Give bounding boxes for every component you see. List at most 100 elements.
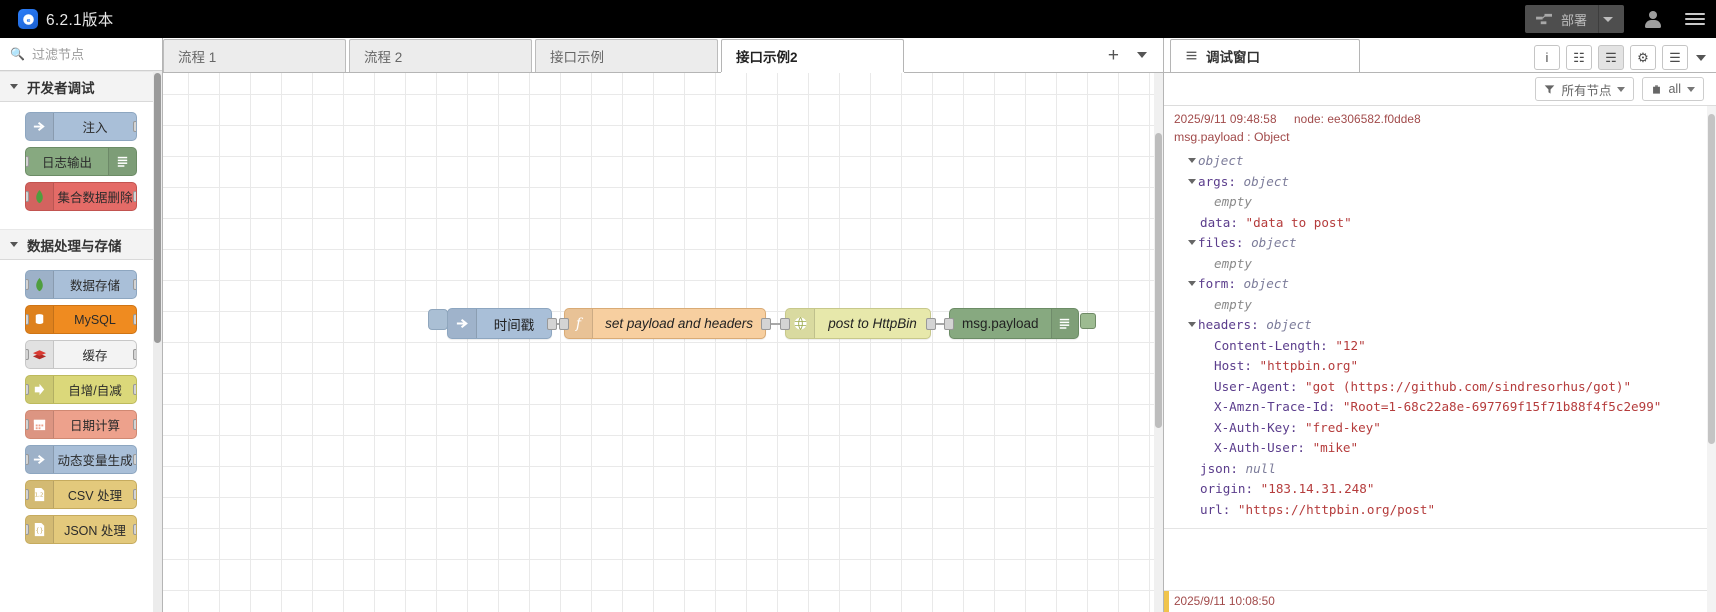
palette-node-label: CSV 处理: [67, 489, 123, 503]
node-input-port[interactable]: [26, 156, 29, 167]
node-input-port[interactable]: [26, 279, 29, 290]
node-output-port[interactable]: [133, 349, 136, 360]
tab-debug-window[interactable]: 调试窗口: [1170, 39, 1360, 72]
gear-icon[interactable]: ⚙: [1630, 45, 1656, 70]
node-selection-handle[interactable]: [428, 309, 448, 330]
debug-scrollbar-track[interactable]: [1707, 106, 1716, 612]
filter-nodes-button[interactable]: 所有节点: [1535, 77, 1635, 101]
json-row-content-length[interactable]: Content-Length: "12": [1214, 337, 1366, 353]
info-icon[interactable]: i: [1534, 45, 1560, 70]
palette-node-dynamic-var[interactable]: 动态变量生成: [25, 445, 137, 474]
palette-category-header-1[interactable]: 数据处理与存储: [0, 229, 162, 260]
flow-node-debug[interactable]: msg.payload: [944, 308, 1096, 339]
palette-node-json[interactable]: {} JSON 处理: [25, 515, 137, 544]
palette-node-csv[interactable]: 1,2 CSV 处理: [25, 480, 137, 509]
expand-triangle-icon[interactable]: [1188, 178, 1196, 184]
flow-node-inject[interactable]: 时间戳: [428, 308, 557, 339]
chevron-down-icon[interactable]: [1137, 52, 1147, 58]
main-menu-button[interactable]: [1674, 0, 1716, 38]
deploy-dropdown-toggle[interactable]: [1598, 5, 1624, 33]
json-row-args[interactable]: args: object: [1174, 172, 1706, 193]
node-debug-toggle-button[interactable]: [1080, 313, 1096, 329]
palette-node-label: 自增/自减: [68, 384, 122, 398]
palette-node-mysql[interactable]: MySQL: [25, 305, 137, 334]
expand-triangle-icon[interactable]: [1188, 281, 1196, 286]
node-input-port[interactable]: [26, 384, 29, 395]
json-row-json[interactable]: json: null: [1200, 460, 1276, 476]
node-input-port[interactable]: [26, 349, 29, 360]
json-row-host[interactable]: Host: "httpbin.org": [1214, 358, 1359, 373]
node-input-port[interactable]: [26, 314, 29, 325]
json-row-auth-user[interactable]: X-Auth-User: "mike": [1214, 440, 1359, 455]
node-input-port[interactable]: [26, 489, 29, 500]
node-output-port[interactable]: [133, 489, 136, 500]
palette-node-cache[interactable]: 缓存: [25, 340, 137, 369]
debug-scrollbar-thumb[interactable]: [1708, 114, 1715, 444]
palette-node-increment[interactable]: 自增/自减: [25, 375, 137, 404]
node-output-port[interactable]: [547, 318, 557, 330]
csv-12-icon: 1,2: [26, 481, 54, 508]
json-row-user-agent[interactable]: User-Agent: "got (https://github.com/sin…: [1214, 378, 1632, 394]
node-input-port[interactable]: [944, 318, 954, 330]
chevron-down-icon[interactable]: [1696, 54, 1706, 61]
node-output-port[interactable]: [133, 279, 136, 290]
palette-scrollbar-track[interactable]: [153, 71, 162, 612]
expand-triangle-icon[interactable]: [1188, 240, 1196, 245]
flow-node-http-request[interactable]: post to HttpBin: [780, 308, 936, 339]
tab-flow-2[interactable]: 流程 2: [349, 39, 532, 72]
node-output-port[interactable]: [133, 121, 136, 132]
json-row-origin[interactable]: origin: "183.14.31.248": [1200, 481, 1375, 496]
user-menu-button[interactable]: [1632, 0, 1674, 38]
debug-message-list[interactable]: 2025/9/11 09:48:58 node: ee306582.f0dde8…: [1164, 106, 1716, 612]
palette-node-mongo-delete[interactable]: 集合数据删除: [25, 182, 137, 211]
expand-triangle-icon[interactable]: [1188, 158, 1196, 163]
palette-scrollbar-thumb[interactable]: [154, 73, 161, 343]
palette-search-row[interactable]: 🔍: [0, 38, 162, 71]
plus-icon[interactable]: +: [1107, 44, 1119, 66]
search-input[interactable]: [31, 46, 152, 62]
deploy-button-main[interactable]: 部署: [1525, 5, 1598, 33]
clear-messages-button[interactable]: all: [1642, 77, 1704, 101]
deploy-button[interactable]: 部署: [1524, 5, 1624, 33]
debug-icon[interactable]: ☴: [1598, 45, 1624, 70]
json-row-data[interactable]: data: "data to post": [1200, 214, 1352, 230]
json-row-form[interactable]: form: object: [1174, 274, 1706, 295]
tab-api-example-2[interactable]: 接口示例2: [721, 39, 904, 72]
context-stack-icon[interactable]: ☰: [1662, 45, 1688, 70]
palette-node-debug[interactable]: 日志输出: [25, 147, 137, 176]
expand-triangle-icon[interactable]: [1188, 322, 1196, 327]
json-row-object[interactable]: object: [1174, 151, 1706, 172]
palette-node-date-calc[interactable]: 日期计算: [25, 410, 137, 439]
node-input-port[interactable]: [26, 454, 29, 465]
node-output-port[interactable]: [133, 191, 136, 202]
node-output-port[interactable]: [133, 524, 136, 535]
node-output-port[interactable]: [926, 318, 936, 330]
json-row-url[interactable]: url: "https://httpbin.org/post": [1200, 501, 1436, 517]
node-input-port[interactable]: [26, 524, 29, 535]
flow-canvas[interactable]: 时间戳 f set payload and headers: [163, 73, 1163, 612]
canvas-scrollbar-thumb[interactable]: [1155, 133, 1162, 428]
node-input-port[interactable]: [26, 419, 29, 430]
node-output-port[interactable]: [133, 419, 136, 430]
palette-node-inject[interactable]: 注入: [25, 112, 137, 141]
node-input-port[interactable]: [559, 318, 569, 330]
debug-message-next[interactable]: 2025/9/11 10:08:50: [1164, 590, 1716, 612]
flow-node-function[interactable]: f set payload and headers: [559, 308, 771, 339]
debug-message[interactable]: 2025/9/11 09:48:58 node: ee306582.f0dde8…: [1164, 106, 1716, 529]
json-row-auth-key[interactable]: X-Auth-Key: "fred-key": [1214, 419, 1381, 435]
node-input-port[interactable]: [780, 318, 790, 330]
palette-category-header-0[interactable]: 开发者调试: [0, 71, 162, 102]
json-row-headers[interactable]: headers: object: [1174, 315, 1706, 336]
node-output-port[interactable]: [761, 318, 771, 330]
json-row-amzn-trace-id[interactable]: X-Amzn-Trace-Id: "Root=1-68c22a8e-697769…: [1214, 399, 1662, 414]
help-book-icon[interactable]: ☷: [1566, 45, 1592, 70]
json-row-files[interactable]: files: object: [1174, 233, 1706, 254]
palette-node-datastore[interactable]: 数据存储: [25, 270, 137, 299]
tab-api-example[interactable]: 接口示例: [535, 39, 718, 72]
node-output-port[interactable]: [133, 384, 136, 395]
tab-flow-1[interactable]: 流程 1: [163, 39, 346, 72]
canvas-scrollbar-track[interactable]: [1154, 73, 1163, 612]
node-output-port[interactable]: [133, 454, 136, 465]
node-output-port[interactable]: [133, 314, 136, 325]
node-input-port[interactable]: [26, 191, 29, 202]
